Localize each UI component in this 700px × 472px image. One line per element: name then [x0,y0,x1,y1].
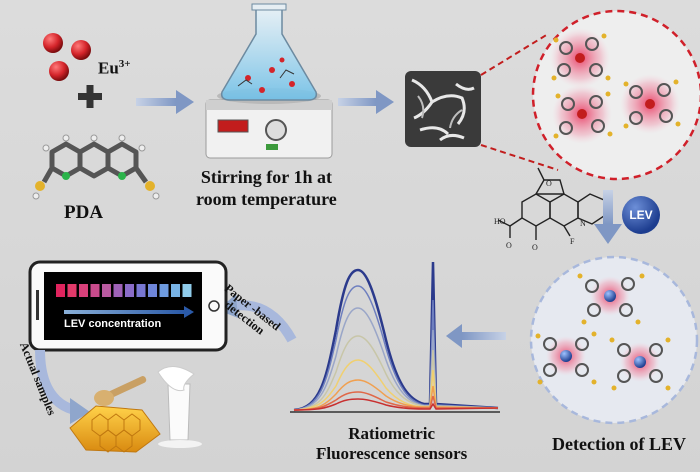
honeycomb-image [69,376,161,453]
stirring-line-1: Stirring for 1h at [200,167,332,187]
flask [220,3,318,101]
eu-charge: 3+ [118,58,131,70]
arrow-left [446,324,506,348]
eu-pda-complexes [550,28,681,144]
ratiometric-line-1: Ratiometric [348,424,436,443]
test-strip-spot [159,284,169,297]
ratiometric-label: Ratiometric Fluorescence sensors [316,424,467,464]
test-strip-spot [102,284,111,297]
test-strip-spot [79,284,88,297]
zoom-lines [480,33,559,171]
svg-text:O: O [532,243,538,252]
test-strip-spot [148,284,157,297]
sem-image [405,71,481,147]
test-strip-spot [136,284,146,297]
smartphone [28,260,228,352]
lev-concentration-label: LEV concentration [64,318,162,330]
pda-atoms [32,134,160,200]
arrow-down [594,190,622,244]
svg-text:HO: HO [494,217,506,226]
arrow-right-2 [338,90,394,114]
test-strip-spot [90,284,100,297]
pda-molecule [41,141,149,184]
eu-symbol: Eu [98,58,119,78]
arrow-right-1 [136,90,194,114]
ratiometric-line-2: Fluorescence sensors [316,444,468,463]
test-strip-spot [113,284,123,297]
svg-text:O: O [506,241,512,250]
test-strip-spot [125,284,134,297]
milk-glass-image [157,366,202,448]
test-strip-spot [171,284,180,297]
arrow-curved-samples [35,349,90,424]
eu-pda-lev-complexes [535,273,671,391]
test-strip-spot [67,284,77,297]
test-strip-spot [182,284,192,297]
lev-badge: LEV [622,196,660,234]
plus-icon [78,85,102,108]
svg-text:O: O [546,179,552,188]
test-strip-spot [56,284,65,297]
eu-label: Eu3+ [98,58,131,79]
svg-text:F: F [570,237,575,246]
stirring-line-2: room temperature [196,189,337,209]
detection-label: Detection of LEV [552,434,686,454]
eu-ions [43,33,91,81]
stirring-label: Stirring for 1h at room temperature [196,166,337,210]
pda-label: PDA [64,202,104,223]
fluorescence-spectra [290,261,500,413]
svg-text:N: N [580,219,586,228]
test-strip-row [56,284,192,297]
